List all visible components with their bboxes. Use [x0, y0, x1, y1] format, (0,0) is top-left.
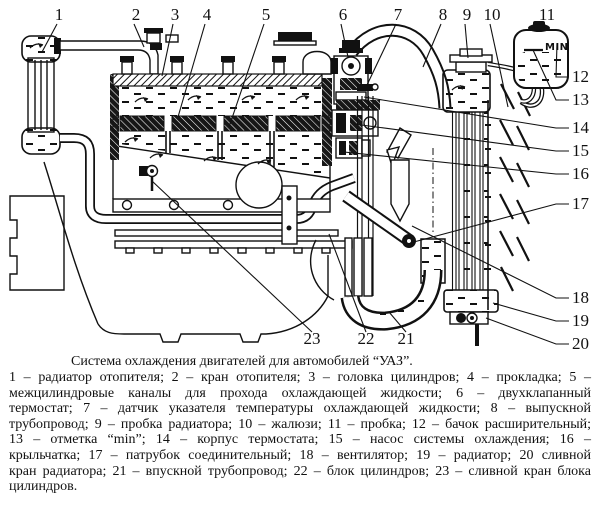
callout-number-1: 1 — [55, 5, 64, 24]
callout-number-9: 9 — [463, 5, 472, 24]
callout-number-21: 21 — [398, 329, 415, 348]
callout-8: 8 — [422, 5, 448, 68]
connecting-hose — [342, 190, 416, 248]
callout-number-18: 18 — [572, 288, 589, 307]
callout-10: 10 — [484, 5, 509, 108]
engine-mount-rail — [112, 198, 339, 237]
louvers — [499, 83, 531, 292]
heater-valve — [144, 28, 163, 50]
callout-17: 17 — [409, 194, 590, 244]
water-pump — [331, 109, 379, 137]
callout-14: 14 — [363, 96, 590, 137]
expansion-tank-cap — [528, 21, 550, 32]
callout-number-6: 6 — [339, 5, 348, 24]
callout-number-5: 5 — [262, 5, 271, 24]
callout-20: 20 — [485, 317, 589, 352]
clutch-housing-circle — [235, 161, 283, 209]
callout-13: 13 — [532, 49, 589, 109]
caption-title: Система охлаждения двигателей для автомо… — [71, 354, 413, 369]
callout-number-7: 7 — [394, 5, 403, 24]
callout-number-3: 3 — [171, 5, 180, 24]
radiator-core — [451, 100, 491, 310]
callout-number-17: 17 — [572, 194, 590, 213]
callout-22: 22 — [328, 233, 375, 348]
block-drain-cock — [139, 164, 159, 191]
callout-9: 9 — [463, 5, 472, 59]
oil-pan-tabs — [125, 247, 331, 254]
callout-2: 2 — [132, 5, 145, 48]
callout-number-10: 10 — [484, 5, 501, 24]
callout-21: 21 — [388, 311, 415, 348]
callout-4: 4 — [177, 5, 212, 118]
callout-3: 3 — [161, 5, 180, 77]
callout-1: 1 — [41, 5, 64, 53]
callout-16: 16 — [343, 151, 589, 183]
expansion-tank: MIN — [513, 21, 569, 89]
head-bolts — [120, 56, 286, 75]
radiator-fins — [485, 124, 491, 270]
pump-impeller — [335, 137, 371, 159]
fan — [386, 127, 434, 232]
cylinder-walls — [165, 131, 275, 167]
callout-12: 12 — [555, 43, 589, 86]
oil-pan — [97, 240, 353, 343]
callout-18: 18 — [411, 225, 589, 307]
radiator-filler-cap — [449, 48, 493, 73]
callout-7: 7 — [366, 5, 403, 86]
callout-number-19: 19 — [572, 311, 589, 330]
gearbox-flange — [9, 161, 99, 325]
callout-number-2: 2 — [132, 5, 141, 24]
callout-number-13: 13 — [572, 90, 589, 109]
callout-5: 5 — [228, 5, 271, 128]
head-gasket-row — [112, 115, 331, 132]
callout-number-8: 8 — [439, 5, 448, 24]
callout-number-12: 12 — [572, 67, 589, 86]
callout-number-11: 11 — [539, 5, 555, 24]
caption: Система охлаждения двигателей для автомо… — [0, 352, 600, 495]
callout-number-4: 4 — [203, 5, 212, 24]
callout-11: 11 — [539, 5, 555, 31]
crankshaft-pulley — [309, 237, 373, 301]
callout-6: 6 — [339, 5, 349, 58]
temperature-sensor — [357, 83, 379, 91]
cooling-system-diagram: MIN 123456789101112131415161718192021222… — [9, 5, 590, 352]
radiator-drain-cock — [449, 311, 489, 346]
caption-legend: 1 – радиатор отопителя; 2 – кран отопите… — [9, 370, 591, 495]
callout-number-22: 22 — [358, 329, 375, 348]
callout-number-15: 15 — [572, 141, 589, 160]
heater-radiator — [21, 35, 61, 155]
callout-number-20: 20 — [572, 334, 589, 352]
heater-return-pipe — [60, 133, 356, 224]
callout-19: 19 — [492, 302, 589, 330]
callout-23: 23 — [151, 180, 321, 348]
callout-number-23: 23 — [304, 329, 321, 348]
callout-number-16: 16 — [572, 164, 589, 183]
radiator-bottom-tank — [443, 289, 499, 313]
radiator-top-tank — [442, 69, 491, 113]
inlet-elbow — [340, 238, 446, 331]
callout-15: 15 — [353, 123, 589, 160]
engine-mount-plate — [281, 185, 298, 245]
overflow-hose — [487, 61, 545, 108]
cylinder-head — [112, 32, 332, 87]
callout-number-14: 14 — [572, 118, 590, 137]
